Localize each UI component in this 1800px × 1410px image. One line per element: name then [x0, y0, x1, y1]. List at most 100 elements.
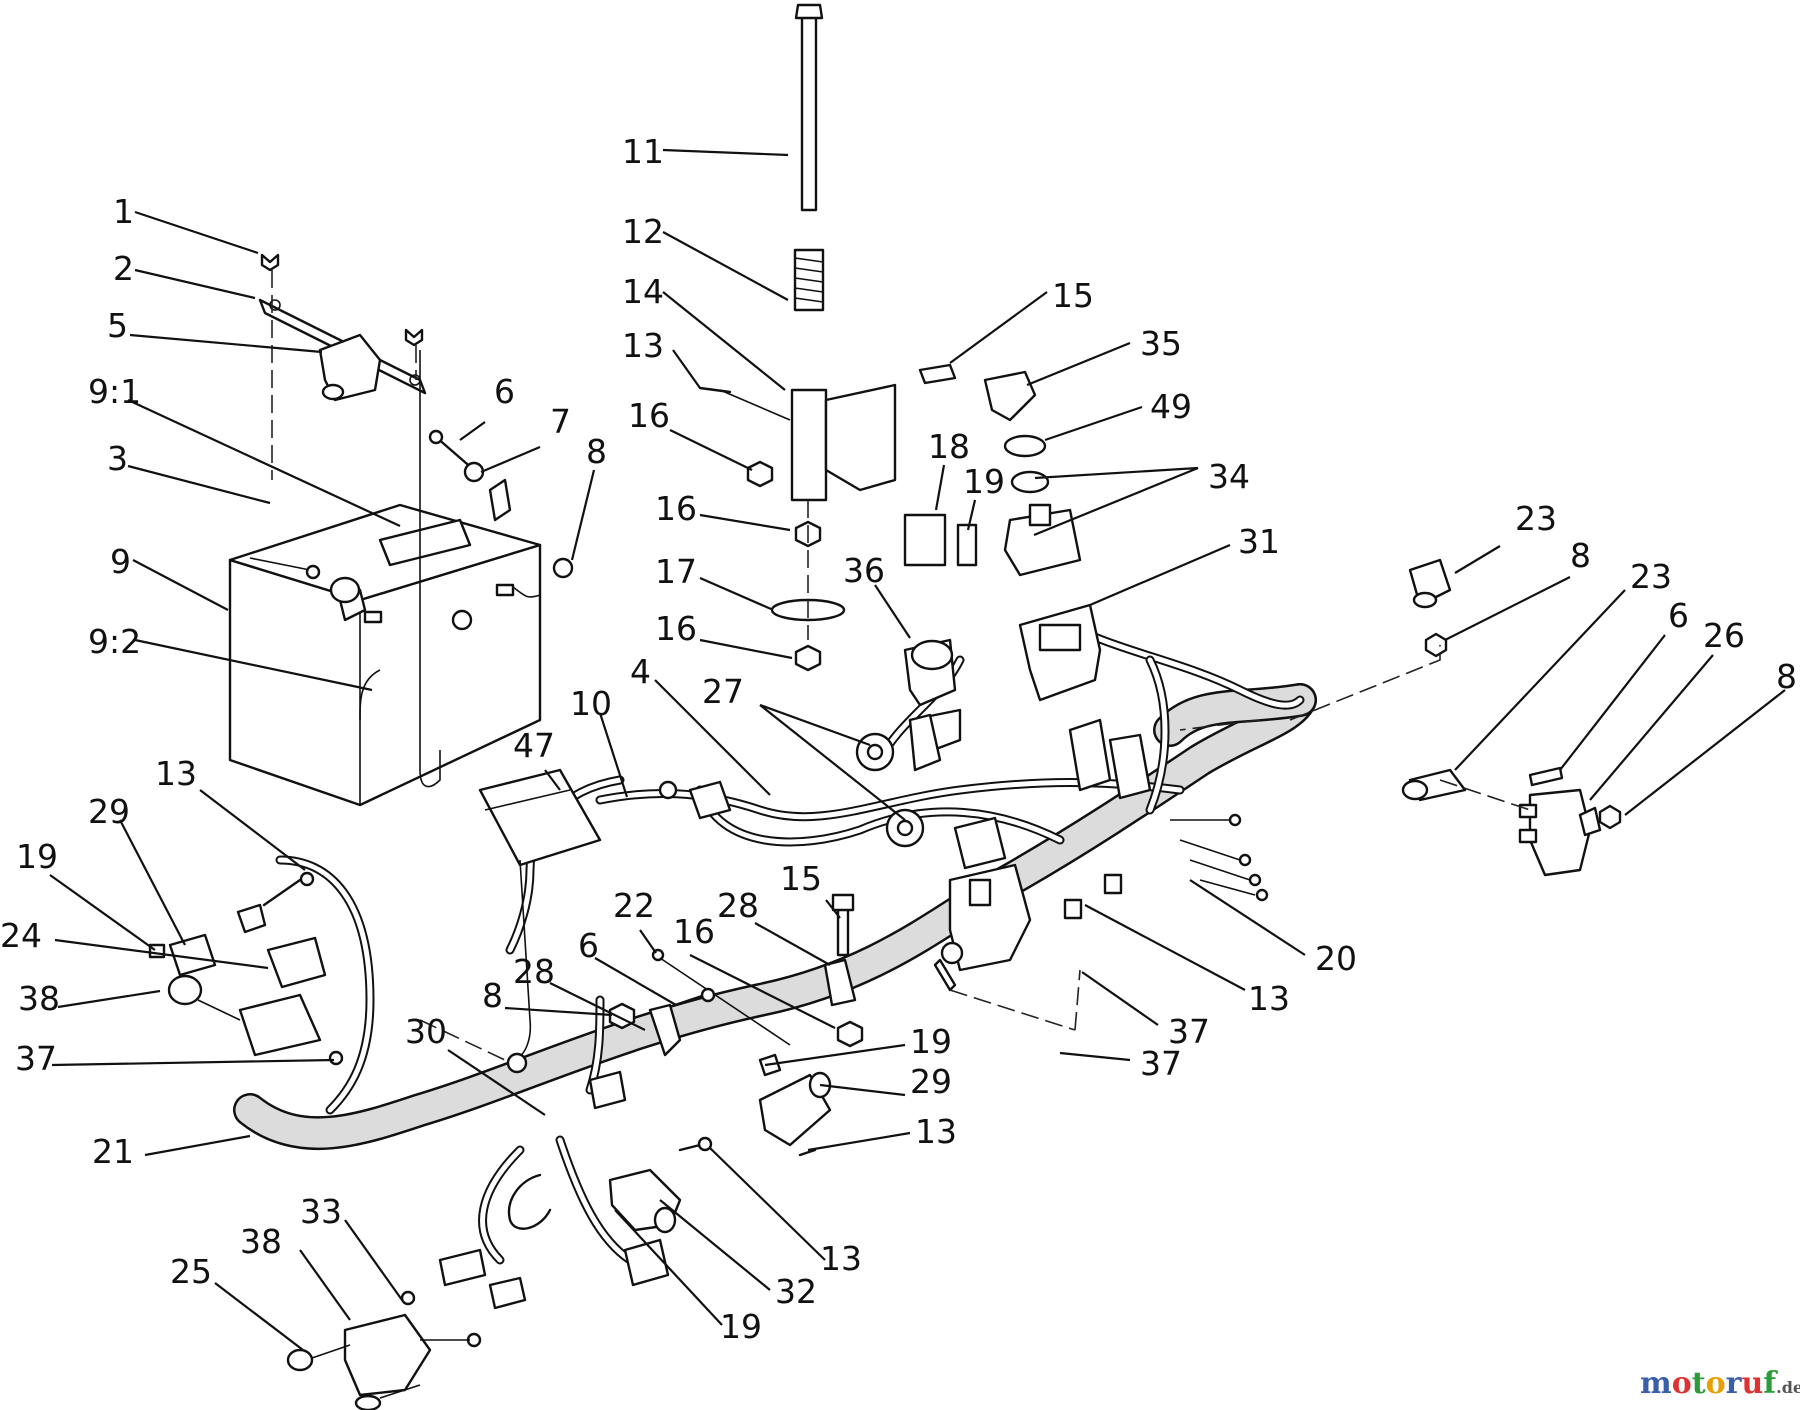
callout-label: 29 [88, 792, 130, 831]
callout-label: 6 [1668, 596, 1689, 635]
callout-label: 38 [240, 1222, 282, 1261]
callout-label: 32 [775, 1272, 817, 1311]
leader-line [459, 421, 486, 441]
leader-line [1444, 576, 1571, 641]
callout-label: 10 [570, 684, 612, 723]
connector [588, 1070, 627, 1110]
callout-label: 30 [405, 1012, 447, 1051]
callout-label: 16 [655, 609, 697, 648]
callout-labels: 1259:1399:267811121413161617161535493418… [0, 132, 1797, 1346]
leader-line [764, 1043, 906, 1067]
bolt [1528, 766, 1564, 787]
callout-label: 17 [655, 552, 697, 591]
connector [236, 903, 267, 934]
leader-line [699, 513, 791, 532]
cable-tie [659, 957, 791, 1046]
leader-line [1559, 634, 1666, 771]
callout-label: 8 [1570, 536, 1591, 575]
leader-line [1026, 341, 1131, 387]
watermark-letter: f [1763, 1366, 1778, 1401]
fuse [1103, 873, 1123, 895]
terminal-clamp [488, 478, 512, 522]
leader-line [662, 291, 786, 391]
bolt [673, 993, 707, 1007]
wing-nut [260, 253, 280, 272]
callout-label: 3 [107, 439, 128, 478]
terminal-cover [318, 333, 382, 402]
leader-line [549, 982, 646, 1031]
leader-line [709, 1147, 826, 1261]
fuse [1063, 898, 1083, 920]
nut [328, 1050, 344, 1066]
wing-nut [404, 328, 424, 347]
callout-label: 13 [1248, 979, 1290, 1018]
leader-line [127, 464, 271, 505]
leader-line [299, 1249, 351, 1321]
connector [438, 1248, 487, 1287]
connector [1068, 718, 1112, 792]
callout-label: 8 [586, 432, 607, 471]
callout-label: 9:1 [88, 372, 141, 411]
callout-label: 26 [1703, 616, 1745, 655]
callout-label: 9 [110, 542, 131, 581]
leader-line [54, 938, 269, 970]
callout-label: 38 [18, 979, 60, 1018]
callout-label: 13 [915, 1112, 957, 1151]
leader-line [49, 874, 156, 951]
hold-down-rod [419, 350, 441, 788]
callout-label: 19 [720, 1307, 762, 1346]
relay-bracket [956, 523, 978, 567]
watermark-letter: u [1741, 1366, 1763, 1401]
watermark-letter: o [1672, 1366, 1692, 1401]
module [343, 1313, 432, 1397]
callout-label: 13 [820, 1239, 862, 1278]
callout-label: 23 [1630, 557, 1672, 596]
leader-line [662, 148, 789, 157]
callout-label: 33 [300, 1192, 342, 1231]
starter-solenoid [1528, 788, 1592, 877]
bolt [698, 386, 732, 394]
control-module [1018, 603, 1102, 702]
leader-line [662, 231, 789, 301]
cap [167, 974, 203, 1006]
callout-label: 49 [1150, 387, 1192, 426]
callout-label: 4 [630, 652, 651, 691]
callout-label: 13 [622, 326, 664, 365]
callout-label: 9:2 [88, 622, 141, 661]
pivot-tube [790, 388, 828, 502]
callout-label: 22 [613, 886, 655, 925]
leader-line [214, 1282, 304, 1351]
terminal-leads [1170, 819, 1256, 896]
leader-line [1084, 904, 1246, 991]
watermark-tld: .de [1776, 1378, 1800, 1397]
leader-line [598, 712, 629, 798]
nut [552, 557, 574, 579]
switch [238, 993, 322, 1057]
screw [798, 1148, 817, 1157]
leader-line [570, 469, 596, 561]
clamp [648, 1003, 682, 1057]
key-cover [983, 370, 1037, 422]
callout-label: 28 [717, 886, 759, 925]
leader-line [1081, 971, 1159, 1026]
callout-label: 19 [16, 837, 58, 876]
callout-label: 37 [1168, 1012, 1210, 1051]
leader-line [1059, 1051, 1131, 1062]
leader-line [51, 1058, 335, 1067]
leader-line [689, 954, 836, 1029]
pivot-rod [800, 8, 818, 212]
connector [953, 816, 1007, 870]
callout-label: 25 [170, 1252, 212, 1291]
nut [608, 1002, 636, 1030]
leader-line [504, 1006, 613, 1017]
nut [794, 644, 822, 672]
leader-line [544, 769, 561, 791]
callout-label: 19 [910, 1022, 952, 1061]
leader-line [1189, 879, 1306, 956]
leader-line [1033, 466, 1199, 537]
callout-label: 6 [494, 372, 515, 411]
nut [746, 460, 774, 488]
leader-line [759, 704, 906, 821]
leader-line [199, 789, 306, 871]
